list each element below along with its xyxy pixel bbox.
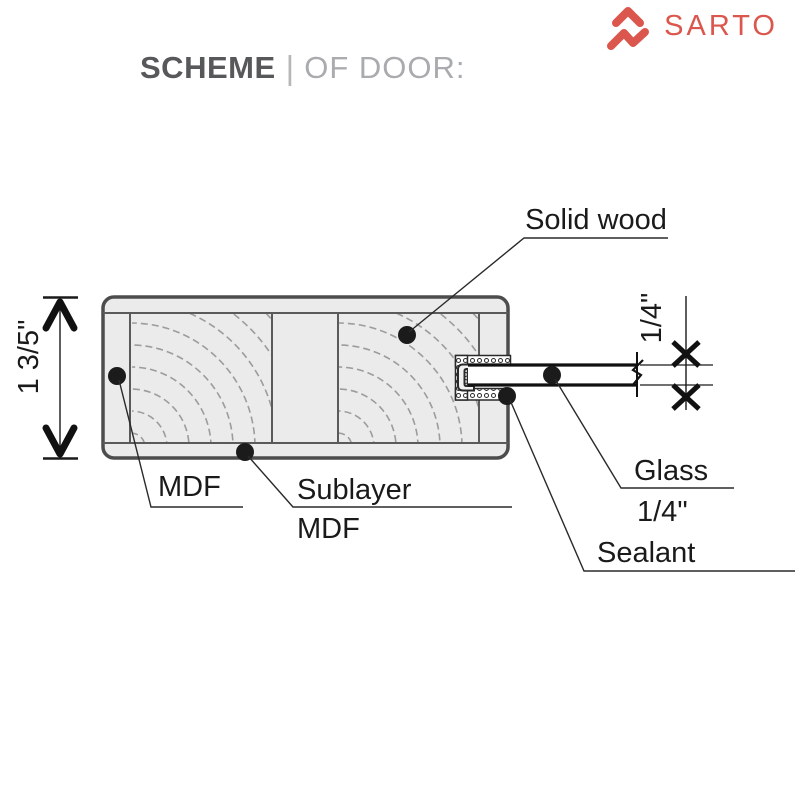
callout-sublayer-mdf: Sublayer MDF — [236, 443, 512, 545]
door-thickness-dimension: 1 3/5" — [13, 320, 45, 395]
page-title-primary: SCHEME — [140, 50, 276, 85]
solid-wood-label: Solid wood — [525, 204, 667, 236]
callout-solid-wood: Solid wood — [398, 204, 668, 344]
page-title-secondary: OF DOOR: — [304, 50, 466, 85]
brand-logo: SARTO — [604, 2, 778, 50]
callout-dot — [108, 367, 126, 385]
sarto-logo-icon — [607, 7, 650, 50]
callout-dot — [236, 443, 254, 461]
callout-sealant: Sealant — [498, 387, 795, 572]
glass-label-line1: Glass — [634, 455, 708, 487]
arrowhead-up — [42, 298, 78, 332]
callout-mdf: MDF — [108, 367, 243, 508]
leader-line — [554, 378, 734, 489]
sublayer-label-line1: Sublayer — [297, 474, 412, 506]
arrowhead-down — [42, 424, 78, 458]
sealant-label: Sealant — [597, 537, 695, 569]
dimension-tick-bottom — [671, 383, 701, 411]
dimension-door-thickness: 1 3/5" — [13, 296, 78, 460]
glass-break-zigzag — [631, 359, 644, 387]
leader-line — [408, 237, 668, 333]
callout-glass: Glass 1/4" — [543, 366, 734, 528]
page-title-divider: | — [285, 49, 295, 86]
dimension-glass-thickness: 1/4" — [636, 293, 701, 411]
sublayer-label-line2: MDF — [297, 513, 360, 545]
dimension-tick-top — [671, 340, 701, 368]
page-title: SCHEME | OF DOOR: — [140, 48, 466, 86]
leader-line — [118, 379, 243, 508]
mdf-label: MDF — [158, 471, 221, 503]
leader-line — [509, 399, 795, 572]
callout-dot — [498, 387, 516, 405]
leader-line — [247, 455, 512, 508]
door-cross-section — [101, 295, 510, 460]
brand-name: SARTO — [664, 9, 778, 42]
glass-label-line2: 1/4" — [637, 496, 688, 528]
glass-thickness-dimension: 1/4" — [636, 293, 668, 344]
callout-dot — [543, 366, 561, 384]
